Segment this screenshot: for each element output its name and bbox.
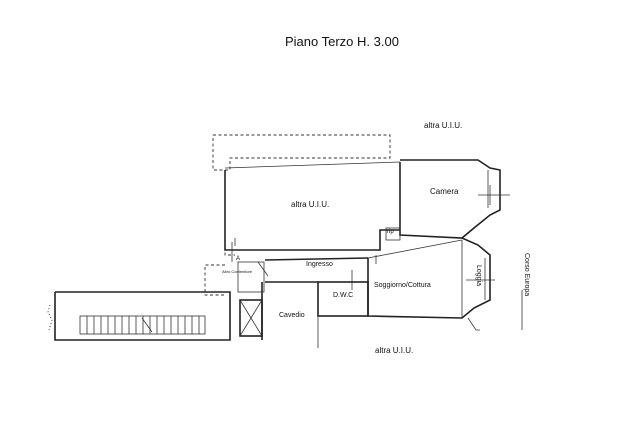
label-rip: rip <box>387 229 394 235</box>
label-altra-uiu-bottom: altra U.I.U. <box>375 346 414 355</box>
dwc-room <box>317 281 369 317</box>
label-a-marker: A <box>236 256 241 262</box>
label-altra-uiu-top: altra U.I.U. <box>424 121 463 130</box>
label-corso-europa: Corso Europa <box>523 253 530 297</box>
plan-title: Piano Terzo H. 3.00 <box>285 34 399 49</box>
living-walls <box>367 237 495 319</box>
label-soggiorno-cottura: Soggiorno/Cottura <box>374 282 431 289</box>
left-wing <box>47 291 231 341</box>
label-loggia: Loggia <box>475 265 482 287</box>
label-altra-uiu-center: altra U.I.U. <box>291 200 330 209</box>
label-camera: Camera <box>430 187 459 196</box>
center-unit-walls <box>224 161 401 251</box>
reference-lines <box>234 238 523 331</box>
ingresso-walls <box>264 257 369 290</box>
label-ingresso: Ingresso <box>306 261 333 268</box>
stair-core <box>231 242 269 337</box>
label-dwc: D.W.C <box>333 292 354 299</box>
camera-walls <box>399 159 510 239</box>
label-cavedio: Cavedio <box>279 312 305 319</box>
rip-room <box>385 227 401 241</box>
label-altro-contenitore: Altro Contenitore <box>222 269 253 274</box>
